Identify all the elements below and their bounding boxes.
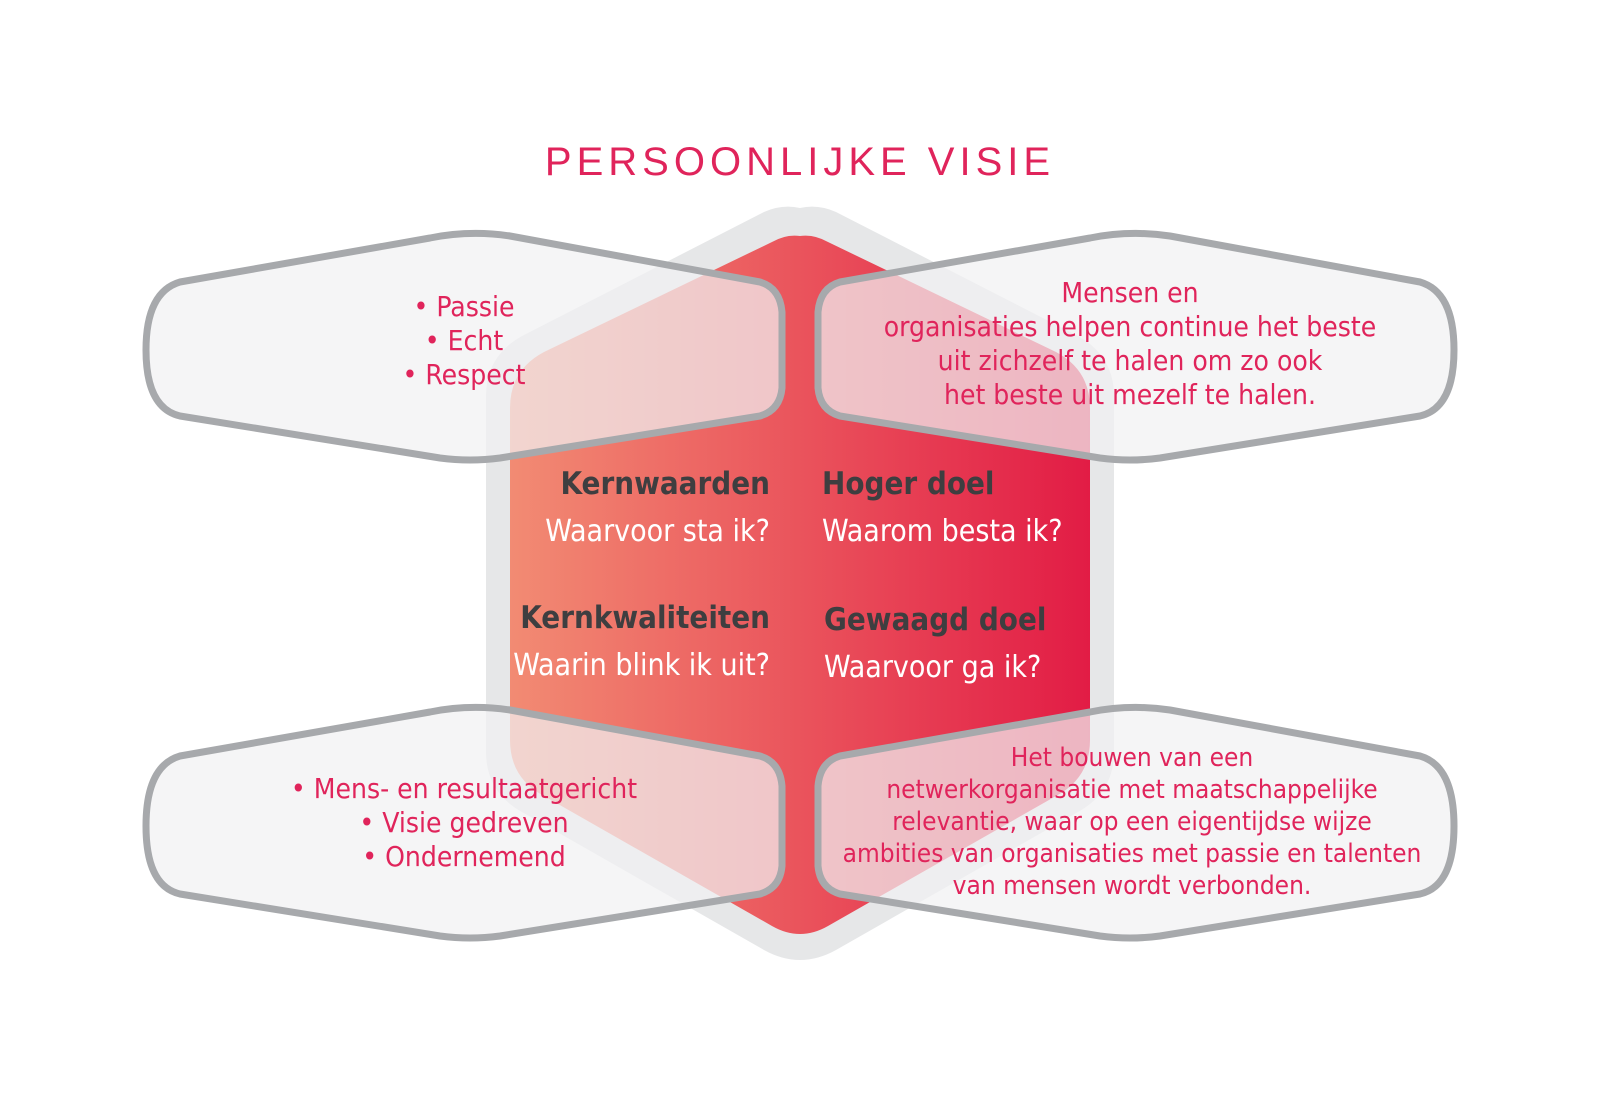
hoger-doel-line: Mensen en bbox=[1061, 276, 1199, 309]
kernwaarden-item: Passie bbox=[304, 290, 624, 324]
panel-gewaagd-doel bbox=[814, 703, 1458, 942]
kernwaarden-item: Respect bbox=[304, 358, 624, 392]
kernkwaliteiten-list: Mens- en resultaatgericht Visie gedreven… bbox=[244, 772, 684, 874]
hoger-doel-question: Waarom besta ik? bbox=[822, 514, 1063, 549]
kernkwaliteiten-item: Ondernemend bbox=[244, 840, 684, 874]
panel-hoger-doel bbox=[814, 229, 1458, 464]
kernkwaliteiten-item: Mens- en resultaatgericht bbox=[244, 772, 684, 806]
gewaagd-doel-line: relevantie, waar op een eigentijdse wijz… bbox=[892, 807, 1372, 837]
kernwaarden-item: Echt bbox=[304, 324, 624, 358]
hoger-doel-line: het beste uit mezelf te halen. bbox=[943, 378, 1317, 411]
gewaagd-doel-line: van mensen wordt verbonden. bbox=[952, 871, 1312, 901]
kernkwaliteiten-heading: Kernkwaliteiten bbox=[520, 600, 770, 636]
page-title: PERSOONLIJKE VISIE bbox=[544, 140, 1056, 184]
gewaagd-doel-text: Het bouwen van een netwerkorganisatie me… bbox=[822, 742, 1442, 902]
gewaagd-doel-line: ambities van organisaties met passie en … bbox=[842, 839, 1422, 869]
kernwaarden-list: Passie Echt Respect bbox=[304, 290, 624, 392]
gewaagd-doel-line: Het bouwen van een bbox=[1010, 743, 1254, 773]
gewaagd-doel-question: Waarvoor ga ik? bbox=[824, 650, 1042, 685]
hoger-doel-line: organisaties helpen continue het beste bbox=[883, 310, 1377, 343]
hoger-doel-text: Mensen en organisaties helpen continue h… bbox=[830, 276, 1430, 412]
kernkwaliteiten-item: Visie gedreven bbox=[244, 806, 684, 840]
gewaagd-doel-line: netwerkorganisatie met maatschappelijke bbox=[886, 775, 1378, 805]
kernkwaliteiten-question: Waarin blink ik uit? bbox=[513, 648, 770, 683]
gewaagd-doel-heading: Gewaagd doel bbox=[824, 602, 1047, 638]
kernwaarden-heading: Kernwaarden bbox=[560, 466, 770, 502]
hoger-doel-heading: Hoger doel bbox=[822, 466, 995, 502]
hoger-doel-line: uit zichzelf te halen om zo ook bbox=[937, 344, 1323, 377]
kernwaarden-question: Waarvoor sta ik? bbox=[545, 514, 770, 549]
